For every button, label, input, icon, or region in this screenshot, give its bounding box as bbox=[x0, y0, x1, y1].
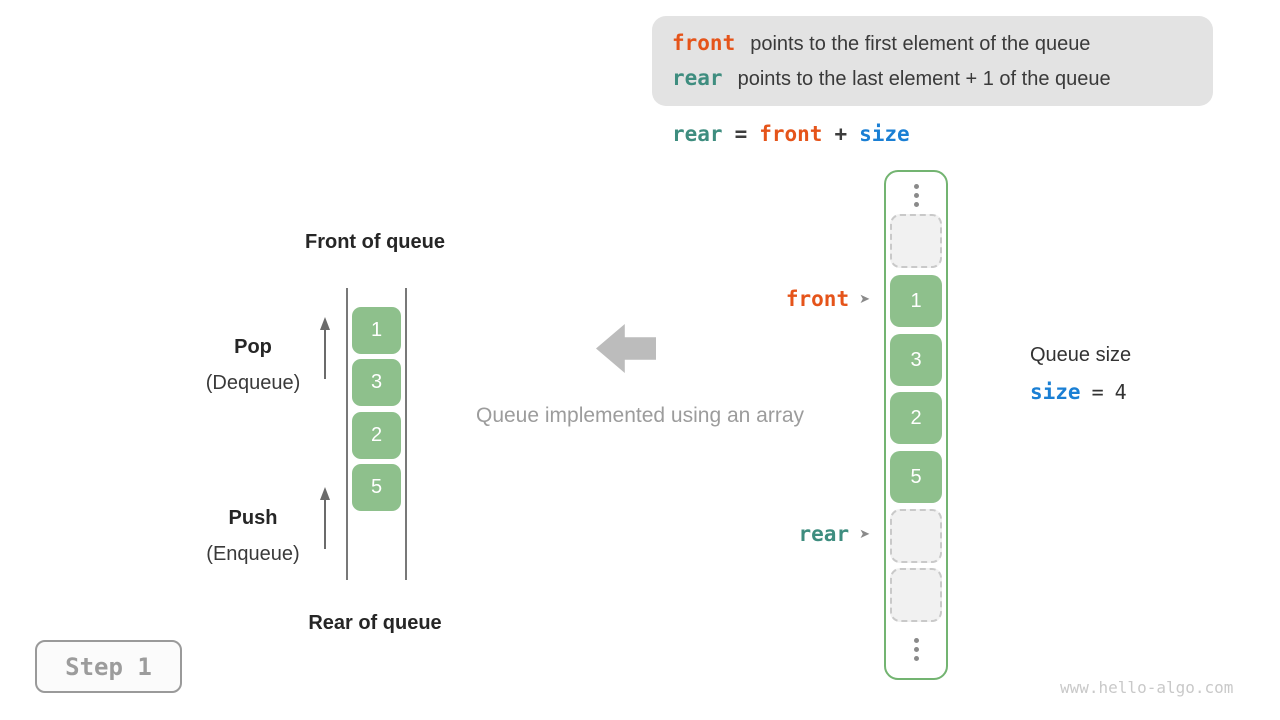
queue-size-label: Queue size bbox=[1030, 344, 1132, 366]
queue-channel bbox=[346, 288, 407, 580]
front-code-label: front bbox=[672, 31, 736, 55]
legend-box: front points to the first element of the… bbox=[652, 16, 1213, 106]
array-cell-empty bbox=[890, 568, 942, 622]
formula-rear: rear bbox=[672, 122, 723, 146]
front-pointer: front ➤ bbox=[690, 286, 870, 312]
legend-line-rear: rear points to the last element + 1 of t… bbox=[672, 66, 1193, 91]
legend-line-front: front points to the first element of the… bbox=[672, 31, 1193, 56]
push-up-arrow-icon bbox=[320, 487, 330, 549]
size-value: 4 bbox=[1114, 380, 1127, 404]
rear-code-label: rear bbox=[672, 66, 723, 90]
pointer-arrow-icon: ➤ bbox=[859, 526, 870, 542]
plus-sign: + bbox=[834, 122, 848, 146]
rear-of-queue-label: Rear of queue bbox=[308, 612, 442, 634]
watermark: www.hello-algo.com bbox=[1060, 678, 1234, 697]
pop-up-arrow-icon bbox=[320, 317, 330, 379]
array-cell-empty bbox=[890, 509, 942, 563]
enqueue-label: (Enqueue) bbox=[206, 543, 300, 565]
array-cell: 3 bbox=[890, 334, 942, 386]
formula-size: size bbox=[859, 122, 910, 146]
formula-front: front bbox=[759, 122, 823, 146]
rear-pointer-label: rear bbox=[798, 522, 850, 546]
ellipsis-bottom-icon bbox=[886, 638, 946, 661]
size-equation: size = 4 bbox=[1030, 380, 1127, 404]
formula: rear = front + size bbox=[672, 122, 910, 146]
push-label: Push bbox=[228, 507, 278, 529]
rear-pointer: rear ➤ bbox=[690, 521, 870, 547]
legend-text: points to the last element + 1 of the qu… bbox=[737, 68, 1111, 90]
pop-label: Pop bbox=[234, 336, 272, 358]
dequeue-label: (Dequeue) bbox=[205, 372, 301, 394]
pointer-arrow-icon: ➤ bbox=[859, 291, 870, 307]
array-cell: 1 bbox=[890, 275, 942, 327]
equals-sign: = bbox=[734, 122, 748, 146]
queue-cell: 2 bbox=[352, 412, 401, 459]
front-pointer-label: front bbox=[785, 287, 850, 311]
front-of-queue-label: Front of queue bbox=[305, 231, 445, 253]
ellipsis-top-icon bbox=[886, 184, 946, 207]
size-code-label: size bbox=[1030, 380, 1081, 404]
left-block-arrow-icon bbox=[596, 324, 656, 373]
step-badge: Step 1 bbox=[35, 640, 182, 693]
diagram-caption: Queue implemented using an array bbox=[475, 404, 805, 427]
queue-cell: 1 bbox=[352, 307, 401, 354]
queue-cell: 3 bbox=[352, 359, 401, 406]
array-cell: 2 bbox=[890, 392, 942, 444]
array-cell: 5 bbox=[890, 451, 942, 503]
legend-text: points to the first element of the queue bbox=[750, 33, 1091, 55]
equals-sign: = bbox=[1091, 380, 1104, 404]
array-cell-empty bbox=[890, 214, 942, 268]
queue-cell: 5 bbox=[352, 464, 401, 511]
array-container: 1 3 2 5 bbox=[884, 170, 948, 680]
